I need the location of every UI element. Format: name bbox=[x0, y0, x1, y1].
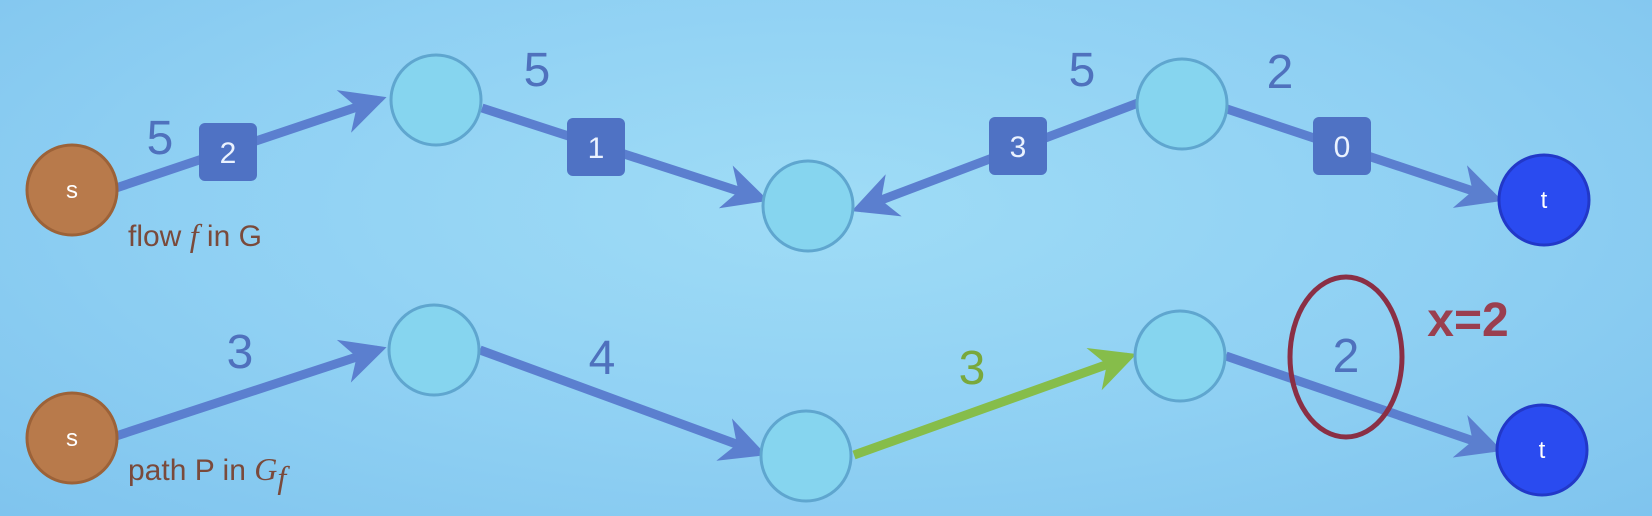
bottom-edge-4 bbox=[1224, 351, 1503, 458]
bottleneck-label: x=2 bbox=[1427, 294, 1508, 347]
bottom-sink-node bbox=[1495, 403, 1589, 497]
top-flow-badge-3 bbox=[989, 117, 1047, 175]
top-caption-prefix: flow bbox=[128, 220, 190, 253]
bottom-edge-1 bbox=[108, 339, 387, 443]
top-caption-suffix: in G bbox=[199, 220, 262, 253]
bottom-sink-label: t bbox=[1539, 437, 1546, 464]
bottom-caption: path P in Gf bbox=[128, 451, 290, 495]
bottom-node-2 bbox=[759, 409, 853, 503]
bottom-edge-3 bbox=[852, 347, 1137, 460]
bottom-source-node bbox=[25, 391, 119, 485]
top-capacity-1: 5 bbox=[147, 112, 174, 165]
top-sink-label: t bbox=[1541, 187, 1548, 214]
bottom-residual-3: 3 bbox=[959, 342, 986, 395]
top-graph: s t 5 5 5 2 2 1 3 0 flow f in G bbox=[25, 44, 1591, 253]
top-flow-2: 1 bbox=[588, 132, 605, 165]
top-node-3 bbox=[1135, 57, 1229, 151]
bottom-graph: s t 3 4 3 2 x=2 path P in Gf bbox=[25, 274, 1589, 503]
top-caption: flow f in G bbox=[128, 217, 262, 253]
bottleneck-circle bbox=[1287, 274, 1405, 440]
bottom-edge-2 bbox=[478, 345, 767, 461]
top-flow-badge-1 bbox=[199, 123, 257, 181]
top-flow-badge-4 bbox=[1313, 117, 1371, 175]
top-node-2 bbox=[761, 159, 855, 253]
bottom-node-1 bbox=[387, 303, 481, 397]
bottom-node-3 bbox=[1133, 309, 1227, 403]
top-flow-1: 2 bbox=[220, 137, 237, 170]
bottom-residual-4: 2 bbox=[1333, 330, 1360, 383]
bottom-caption-prefix: path P in bbox=[128, 454, 254, 487]
bottom-caption-italic: G bbox=[254, 451, 277, 487]
bottom-residual-1: 3 bbox=[227, 326, 254, 379]
top-capacity-4: 2 bbox=[1267, 46, 1294, 99]
top-node-1 bbox=[389, 53, 483, 147]
bottom-residual-2: 4 bbox=[589, 332, 616, 385]
top-flow-badge-2 bbox=[567, 118, 625, 176]
top-flow-3: 3 bbox=[1010, 131, 1027, 164]
top-capacity-2: 5 bbox=[524, 44, 551, 97]
top-capacity-3: 5 bbox=[1069, 44, 1096, 97]
top-flow-4: 0 bbox=[1334, 131, 1351, 164]
top-source-label: s bbox=[66, 177, 78, 204]
top-sink-node bbox=[1497, 153, 1591, 247]
top-source-node bbox=[25, 143, 119, 237]
bottom-source-label: s bbox=[66, 425, 78, 452]
bottom-caption-subscript: f bbox=[277, 459, 290, 495]
